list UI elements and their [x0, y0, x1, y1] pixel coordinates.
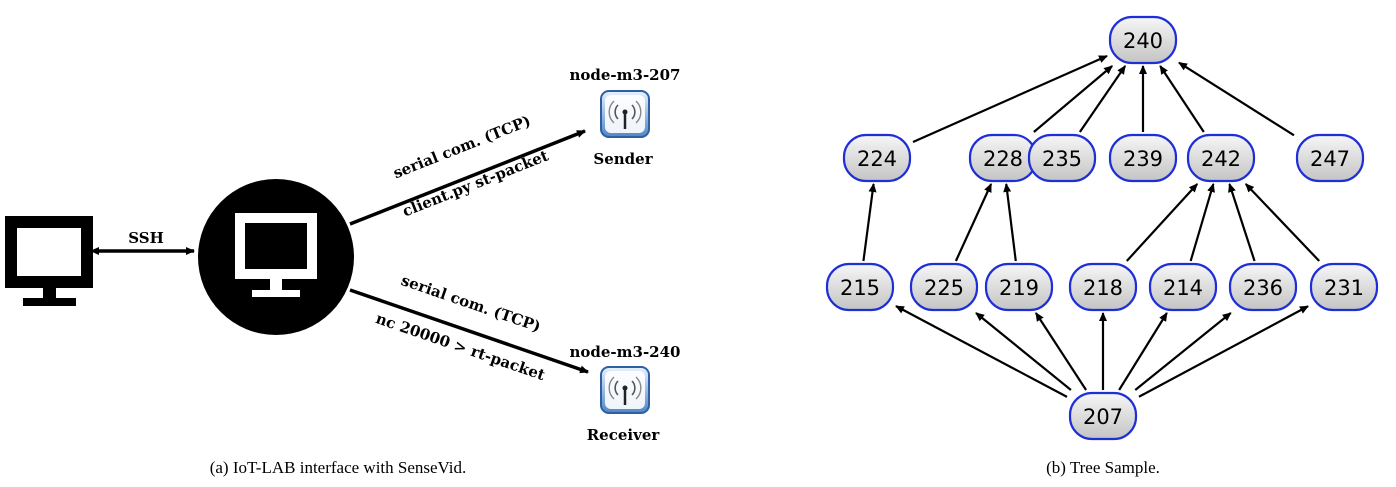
tree-edge-207-to-231	[1138, 305, 1309, 398]
tree-node-228: 228	[968, 133, 1038, 183]
sender-node-name: node-m3-207	[569, 66, 680, 84]
server-computer-icon	[198, 179, 354, 335]
panel-b-caption: (b) Tree Sample.	[1046, 458, 1160, 477]
tree-node-label: 215	[840, 276, 880, 300]
tree-edge-247-to-240	[1178, 61, 1295, 137]
tree-node-shape	[909, 262, 979, 312]
tree-node-shape	[1108, 133, 1178, 183]
ssh-label: SSH	[128, 229, 164, 247]
tree-edge-225-to-228	[954, 183, 993, 262]
tree-node-shape	[842, 133, 912, 183]
tree-node-236: 236	[1228, 262, 1298, 312]
tree-node-label: 235	[1042, 147, 1082, 171]
receiver-node-name: node-m3-240	[569, 343, 680, 361]
tree-node-label: 240	[1123, 29, 1163, 53]
tree-node-shape	[1108, 15, 1178, 65]
sensor-node-icon	[600, 90, 650, 138]
tree-node-shape	[1068, 391, 1138, 441]
tree-edge-207-to-219	[1035, 312, 1087, 391]
sender-role-label: Sender	[593, 150, 653, 168]
tree-node-label: 214	[1163, 276, 1203, 300]
tree-node-label: 224	[857, 147, 897, 171]
tree-node-label: 228	[983, 147, 1023, 171]
local-computer-icon	[5, 216, 93, 306]
tree-node-219: 219	[984, 262, 1054, 312]
tree-node-shape	[1068, 262, 1138, 312]
tree-node-shape	[825, 262, 895, 312]
tree-edge-219-to-228	[1003, 183, 1017, 262]
tree-node-239: 239	[1108, 133, 1178, 183]
tree-edges	[862, 54, 1321, 398]
tree-node-235: 235	[1027, 133, 1097, 183]
tree-node-label: 236	[1243, 276, 1283, 300]
tree-node-shape	[1228, 262, 1298, 312]
tree-node-label: 225	[924, 276, 964, 300]
tree-node-label: 207	[1083, 405, 1123, 429]
tree-edge-231-to-242	[1244, 183, 1321, 262]
tree-node-shape	[1295, 133, 1365, 183]
panel-a-caption: (a) IoT-LAB interface with SenseVid.	[210, 458, 467, 477]
tree-node-shape	[1186, 133, 1256, 183]
tree-node-shape	[984, 262, 1054, 312]
tree-node-240: 240	[1108, 15, 1178, 65]
tree-edge-207-to-214	[1118, 312, 1168, 391]
tree-edge-215-to-224	[862, 183, 877, 262]
tree-edge-218-to-242	[1125, 183, 1199, 262]
panel-b: 240 224 228 235 239 242 247 215 225 219 218 214 236 2…	[825, 15, 1379, 477]
tree-edge-242-to-240	[1159, 65, 1205, 133]
tree-node-225: 225	[909, 262, 979, 312]
tree-edge-207-to-225	[975, 312, 1072, 391]
tree-node-shape	[1027, 133, 1097, 183]
tree-node-label: 247	[1310, 147, 1350, 171]
tree-edge-207-to-215	[895, 305, 1068, 398]
tree-node-label: 219	[999, 276, 1039, 300]
tree-node-label: 239	[1123, 147, 1163, 171]
tree-edge-214-to-242	[1189, 183, 1215, 262]
panel-a: SSH serial com. (TCP) client.py st-packe…	[5, 66, 681, 477]
tree-nodes: 240 224 228 235 239 242 247 215 225 219 218 214 236 2…	[825, 15, 1379, 441]
tree-edge-235-to-240	[1078, 65, 1127, 133]
tree-node-224: 224	[842, 133, 912, 183]
tree-node-label: 218	[1083, 276, 1123, 300]
tree-node-label: 231	[1324, 276, 1364, 300]
tree-node-207: 207	[1068, 391, 1138, 441]
tree-node-label: 242	[1201, 147, 1241, 171]
tree-node-231: 231	[1309, 262, 1379, 312]
receiver-link-arrow	[349, 288, 589, 374]
tree-edge-207-to-236	[1134, 312, 1232, 391]
tree-node-242: 242	[1186, 133, 1256, 183]
tree-node-shape	[1309, 262, 1379, 312]
tree-edge-228-to-240	[1033, 65, 1113, 133]
tree-node-214: 214	[1148, 262, 1218, 312]
sensor-node-icon	[600, 366, 650, 414]
tree-node-218: 218	[1068, 262, 1138, 312]
tree-edge-236-to-242	[1228, 183, 1256, 262]
tree-node-247: 247	[1295, 133, 1365, 183]
receiver-role-label: Receiver	[587, 426, 661, 444]
tree-node-shape	[1148, 262, 1218, 312]
tree-edge-224-to-240	[912, 54, 1108, 144]
tree-node-215: 215	[825, 262, 895, 312]
sender-link-arrow	[349, 129, 586, 226]
